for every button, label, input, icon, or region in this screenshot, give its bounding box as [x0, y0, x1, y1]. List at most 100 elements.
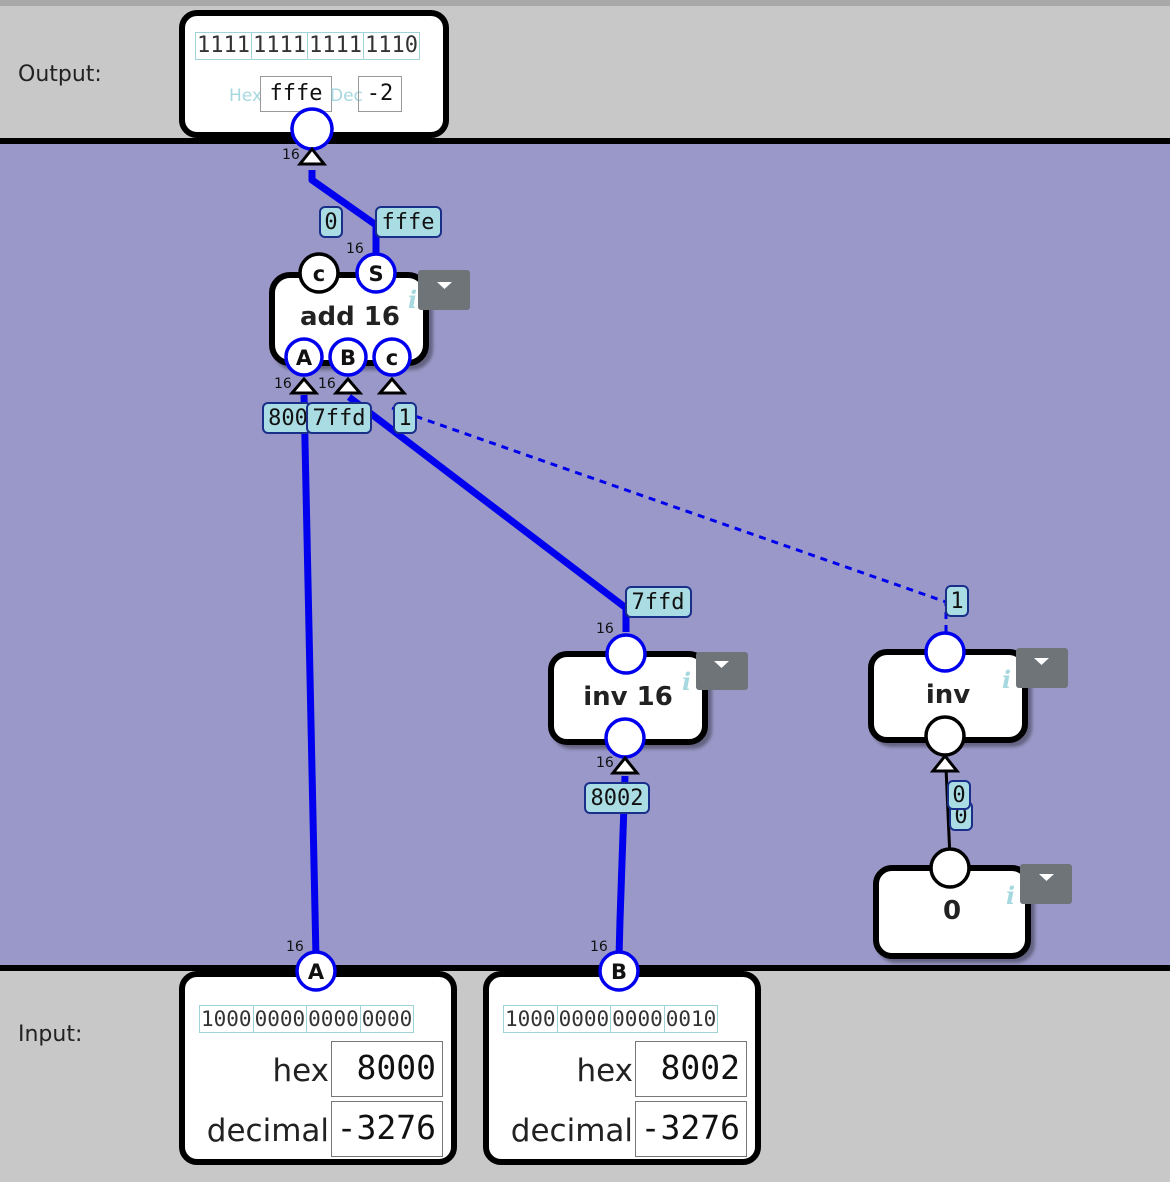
adder-a-width: 16	[274, 376, 292, 392]
svg-text:0: 0	[952, 783, 965, 808]
output-bit-group: 1110	[364, 33, 418, 58]
svg-text:1: 1	[950, 589, 963, 614]
adder-menu-button[interactable]	[418, 270, 470, 310]
wire-sum-out[interactable]	[308, 170, 380, 270]
input-b-hex-field[interactable]: 8002	[635, 1041, 747, 1097]
svg-text:0: 0	[324, 210, 337, 235]
input-b-bit-group[interactable]: 1000	[505, 1006, 558, 1032]
adder-label: add 16	[300, 302, 400, 332]
wire-label-const-a: 0	[947, 780, 971, 810]
output-dec-value: -2	[358, 76, 402, 112]
output-bit-group: 1111	[308, 33, 364, 59]
input-a-bit-group[interactable]: 1000	[201, 1006, 254, 1032]
svg-text:0: 0	[954, 804, 967, 829]
inv-label: inv	[926, 680, 970, 710]
wire-label-inv16-in: 8002	[584, 782, 650, 814]
info-icon: i	[682, 667, 691, 696]
input-a-width: 16	[286, 939, 304, 955]
chevron-down-icon	[714, 661, 729, 668]
svg-text:7ffd: 7ffd	[313, 406, 366, 431]
info-icon: i	[1002, 665, 1011, 694]
wire-const-to-inv[interactable]	[944, 767, 952, 859]
inv16-menu-button[interactable]	[696, 652, 748, 690]
output-bits: 1111 1111 1111 1110	[195, 32, 420, 60]
wire-label-inv16-out: 7ffd	[625, 586, 692, 618]
output-divider	[0, 138, 1170, 144]
inv16-out-pin[interactable]	[605, 633, 647, 675]
inv16-out-width: 16	[596, 621, 614, 637]
output-bit-group: 1111	[197, 33, 252, 59]
const-out-pin[interactable]	[929, 847, 971, 889]
inv16-label: inv 16	[583, 682, 673, 712]
info-icon: i	[1006, 881, 1015, 910]
input-b-width: 16	[590, 939, 608, 955]
chevron-down-icon	[1039, 874, 1054, 881]
adder-pin-sum-label: S	[368, 262, 383, 286]
adder-pin-a[interactable]	[284, 337, 324, 377]
inv-in-pin[interactable]	[924, 715, 966, 757]
input-a-dec-label: decimal	[206, 1113, 329, 1149]
inv16-in-width: 16	[596, 755, 614, 771]
circuit-canvas	[0, 144, 1170, 966]
input-a-hex-label: hex	[272, 1053, 329, 1089]
input-a-hex-field[interactable]: 8000	[331, 1041, 443, 1097]
svg-text:8002: 8002	[591, 786, 644, 811]
input-a-bit-group[interactable]: 0000	[308, 1006, 361, 1032]
wire-inv16-to-b[interactable]	[346, 394, 630, 632]
wire-input-b[interactable]	[615, 775, 629, 959]
adder-b-width: 16	[318, 376, 336, 392]
inv-menu-button[interactable]	[1016, 648, 1068, 688]
output-box: 1111 1111 1111 1110 Hex fffe Dec -2	[179, 10, 449, 138]
info-icon: i	[408, 285, 417, 314]
adder-cin-arrow-icon	[376, 376, 408, 395]
inv16-in-pin[interactable]	[604, 717, 646, 759]
chevron-down-icon	[1034, 658, 1049, 665]
output-label: Output:	[18, 62, 102, 87]
input-b-bit-group[interactable]: 0000	[612, 1006, 665, 1032]
adder-pin-carry-out[interactable]	[298, 252, 340, 294]
input-a-dec-field[interactable]: -3276	[331, 1101, 443, 1157]
input-b-dec-field[interactable]: -3276	[635, 1101, 747, 1157]
inv-arrow-icon	[929, 753, 961, 773]
inv-out-pin[interactable]	[924, 631, 966, 673]
output-hex-label: Hex	[229, 86, 263, 106]
adder-a-arrow-icon	[288, 376, 320, 395]
adder-b-arrow-icon	[332, 376, 364, 395]
wire-input-a[interactable]	[300, 394, 320, 959]
input-b-bit-group[interactable]: 0000	[558, 1006, 612, 1032]
wire-label-b: 7ffd	[306, 402, 372, 434]
wire-label-sum: fffe	[375, 206, 442, 238]
adder-pin-b[interactable]	[328, 337, 368, 377]
input-b-pin-label: B	[611, 960, 627, 984]
input-b-dec-label: decimal	[510, 1113, 633, 1149]
top-edge	[0, 0, 1170, 6]
input-b-bit-group[interactable]: 0010	[665, 1007, 717, 1031]
input-divider	[0, 965, 1170, 971]
svg-text:800: 800	[268, 406, 308, 431]
adder-pin-carry-in[interactable]	[372, 337, 412, 377]
adder-pin-carry-in-label: c	[386, 346, 398, 370]
inv16-arrow-icon	[609, 755, 641, 775]
adder-pin-a-label: A	[296, 346, 313, 370]
output-dec-label: Dec	[330, 86, 363, 106]
const-menu-button[interactable]	[1020, 864, 1072, 904]
input-label: Input:	[18, 1022, 83, 1047]
output-arrow-icon	[296, 146, 328, 166]
output-width: 16	[282, 147, 300, 163]
const-label: 0	[943, 896, 961, 926]
wire-label-carry: 0	[319, 206, 343, 238]
output-hex-value: fffe	[260, 76, 332, 112]
input-a-bit-group[interactable]: 0000	[361, 1007, 413, 1031]
input-b-hex-label: hex	[576, 1053, 633, 1089]
output-pin[interactable]	[290, 107, 334, 151]
adder-pin-b-label: B	[340, 346, 356, 370]
input-a-pin[interactable]	[295, 950, 337, 992]
input-a-bit-group[interactable]: 0000	[254, 1006, 308, 1032]
adder-pin-sum[interactable]	[355, 252, 397, 294]
input-a-bits: 1000 0000 0000 0000	[199, 1005, 415, 1033]
input-b-pin[interactable]	[598, 950, 640, 992]
svg-text:fffe: fffe	[382, 210, 435, 235]
input-b-bits: 1000 0000 0000 0010	[503, 1005, 719, 1033]
sum-width: 16	[346, 241, 364, 257]
